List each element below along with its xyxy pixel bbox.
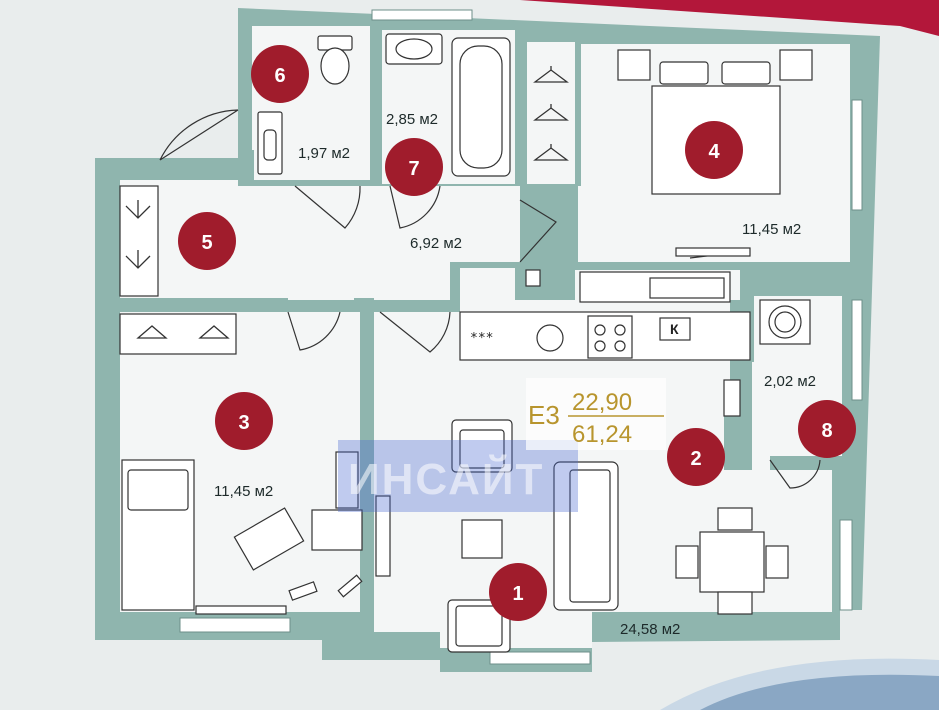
wall-wardrobe-4 bbox=[575, 42, 581, 186]
fridge-icon bbox=[659, 317, 691, 341]
room-badge-8: 8 bbox=[798, 400, 856, 458]
coffee-table-icon bbox=[461, 519, 503, 559]
room-badge-6: 6 bbox=[251, 45, 309, 103]
kitchen-meter-icon bbox=[525, 269, 541, 287]
hanger-icon bbox=[533, 144, 569, 161]
room-badge-5: 5 bbox=[178, 212, 236, 270]
area-room-1: 24,58 м2 bbox=[620, 621, 680, 638]
apartment-summary: Е3 22,90 61,24 bbox=[526, 378, 666, 450]
room-badge-4: 4 bbox=[685, 121, 743, 179]
room-number: 1 bbox=[512, 583, 523, 605]
watermark-text: ИНСАЙТ bbox=[348, 453, 544, 504]
window-room-8 bbox=[851, 299, 863, 401]
watermark-box bbox=[338, 440, 578, 512]
floor-wardrobe-top bbox=[527, 42, 575, 184]
room-badge-1: 1 bbox=[489, 563, 547, 621]
hanger-icon bbox=[136, 325, 168, 339]
room-badge-7: 7 bbox=[385, 138, 443, 196]
kitchen-sink-icon bbox=[536, 324, 564, 352]
door-bath bbox=[389, 185, 441, 229]
tv-stand-icon bbox=[375, 495, 391, 577]
kitchen-symbol: К bbox=[670, 321, 679, 337]
window-room-1-side bbox=[839, 519, 853, 611]
hanger-icon bbox=[125, 200, 151, 219]
window-room-4 bbox=[851, 99, 863, 211]
room-number: 8 bbox=[821, 420, 832, 442]
bookshelf-icon bbox=[335, 451, 359, 509]
apartment-code: Е3 bbox=[528, 400, 560, 430]
interior-walls bbox=[120, 26, 755, 640]
wall-7-wardrobe bbox=[515, 30, 527, 186]
wall-5-3-right bbox=[354, 298, 374, 312]
wardrobe-room-3 bbox=[119, 313, 237, 355]
floor-room-5 bbox=[120, 168, 520, 300]
room-number: 4 bbox=[708, 141, 720, 163]
stove-symbol: *** bbox=[470, 331, 493, 346]
armchair-bottom-icon bbox=[447, 599, 511, 653]
wc-sink-basin bbox=[263, 129, 277, 161]
kitchen-hood bbox=[649, 277, 725, 299]
sofa-icon bbox=[553, 461, 619, 611]
armchair-top-icon bbox=[451, 419, 513, 473]
area-room-5: 6,92 м2 bbox=[410, 235, 462, 252]
area-room-3: 11,45 м2 bbox=[214, 483, 273, 500]
door-wc bbox=[294, 185, 361, 229]
living-area: 22,90 bbox=[572, 389, 632, 416]
hanger-icons bbox=[125, 66, 569, 339]
room-number: 7 bbox=[408, 158, 419, 180]
hanger-icon bbox=[125, 250, 151, 269]
area-room-7: 2,85 м2 bbox=[386, 111, 438, 128]
area-room-4: 11,45 м2 bbox=[742, 221, 801, 238]
wall-6-hall bbox=[238, 150, 254, 186]
dining-table-icon bbox=[675, 507, 789, 615]
room-badge-2: 2 bbox=[667, 428, 725, 486]
wall-5-3 bbox=[120, 298, 288, 312]
window-room-3 bbox=[179, 617, 291, 633]
window-room-1 bbox=[489, 651, 591, 665]
wardrobe-hall bbox=[119, 185, 159, 297]
desk-icon bbox=[311, 509, 363, 551]
shelf-room-8 bbox=[723, 379, 741, 417]
door-room-1 bbox=[379, 311, 451, 353]
door-entry bbox=[159, 109, 239, 161]
brochure-corner-image bbox=[700, 674, 939, 710]
wall-6-7 bbox=[370, 26, 382, 186]
toilet-icon bbox=[317, 35, 353, 85]
windows bbox=[179, 9, 863, 665]
radiator-room-4 bbox=[675, 247, 751, 257]
door-room-3 bbox=[287, 311, 341, 351]
bathtub-icon bbox=[451, 37, 511, 177]
hanger-icon bbox=[533, 104, 569, 121]
window-bath bbox=[371, 9, 473, 21]
wall-3-1 bbox=[360, 300, 374, 640]
room-badge-3: 3 bbox=[215, 392, 273, 450]
wall-hall-kitchen bbox=[515, 262, 575, 300]
room-number: 5 bbox=[201, 232, 212, 254]
bed-room-3-icon bbox=[121, 459, 195, 611]
door-hall-kitchen bbox=[519, 199, 557, 263]
desk-chair-icon bbox=[233, 507, 305, 571]
stove-icon bbox=[587, 315, 633, 359]
room-number: 3 bbox=[238, 412, 249, 434]
wall-4-kitchen bbox=[575, 262, 755, 270]
area-room-6: 1,97 м2 bbox=[298, 145, 350, 162]
hanger-icon bbox=[198, 325, 230, 339]
room-number: 6 bbox=[274, 65, 285, 87]
banner-red bbox=[520, 0, 939, 36]
washbasin-icon bbox=[385, 33, 443, 65]
hanger-icon bbox=[533, 66, 569, 83]
furniture bbox=[119, 33, 813, 653]
door-room-8 bbox=[769, 459, 821, 489]
area-room-8: 2,02 м2 bbox=[764, 373, 816, 390]
doors bbox=[159, 109, 821, 489]
total-area: 61,24 bbox=[572, 421, 632, 448]
room-number: 2 bbox=[690, 448, 701, 470]
